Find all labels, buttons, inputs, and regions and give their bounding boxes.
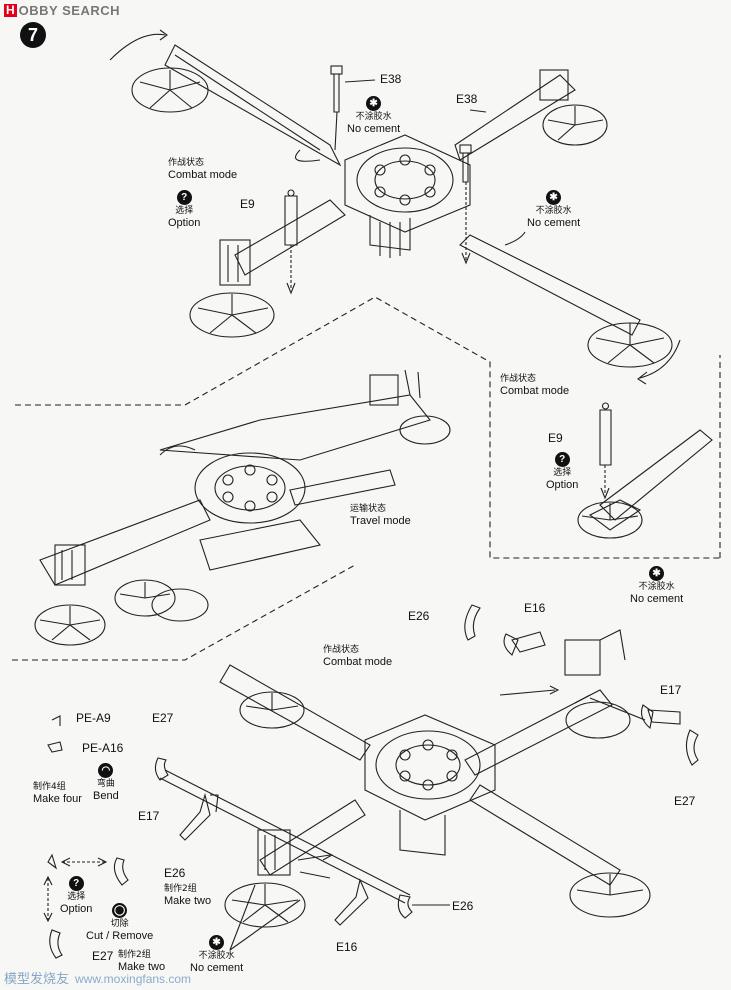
part-label-e26-left: E26 <box>164 866 186 880</box>
no-cement-icon: ✱ <box>546 190 562 205</box>
part-label-e27-bottom: E27 <box>92 949 114 963</box>
option-en: Option <box>168 217 201 229</box>
note-combat-mode-inset: 作战状态 Combat mode <box>500 374 569 398</box>
part-label-e27-right: E27 <box>674 794 696 808</box>
part-label-e26-top: E26 <box>408 609 430 623</box>
note-make-four: 制作4组 Make four <box>33 782 82 806</box>
option-en: Option <box>546 479 579 491</box>
no-cement-cn: 不涂胶水 <box>535 206 572 216</box>
part-label-e9-top: E9 <box>240 197 255 211</box>
part-label-e38-right: E38 <box>456 92 478 106</box>
make-two-cn: 制作2组 <box>164 884 197 894</box>
option-cn: 选择 <box>175 206 194 216</box>
no-cement-icon: ✱ <box>209 935 225 950</box>
no-cement-en: No cement <box>347 123 401 135</box>
note-no-cement-bottom-right: ✱ 不涂胶水 No cement <box>630 566 683 606</box>
no-cement-icon: ✱ <box>366 96 382 111</box>
note-travel-mode: 运输状态 Travel mode <box>350 504 411 528</box>
combat-mode-en: Combat mode <box>168 169 238 181</box>
option-icon: ? <box>176 190 192 205</box>
part-label-pe-a16: PE-A16 <box>82 741 124 755</box>
cut-en: Cut / Remove <box>86 930 154 942</box>
part-label-e26-bottom: E26 <box>452 899 474 913</box>
panel-divider-bottom <box>12 564 356 661</box>
make-two-en: Make two <box>164 895 212 907</box>
option-cn: 选择 <box>67 892 86 902</box>
top-assembly-drawing <box>109 29 681 385</box>
combat-mode-en: Combat mode <box>500 385 570 397</box>
panel-divider-top <box>15 296 720 559</box>
note-option-bottom: ? 选择 Option <box>60 876 92 916</box>
option-cn: 选择 <box>553 468 572 478</box>
option-icon: ? <box>554 452 570 467</box>
no-cement-en: No cement <box>630 593 684 605</box>
travel-mode-en: Travel mode <box>350 515 411 527</box>
step-number: 7 <box>20 22 46 48</box>
note-combat-mode-bottom: 作战状态 Combat mode <box>323 645 392 669</box>
part-label-pe-a9: PE-A9 <box>76 711 111 725</box>
bend-en: Bend <box>93 790 119 802</box>
no-cement-icon: ✱ <box>649 566 665 581</box>
no-cement-en: No cement <box>527 217 581 229</box>
combat-mode-en: Combat mode <box>323 656 393 668</box>
watermark-logo: H OBBY SEARCH <box>4 3 120 18</box>
cut-cn: 切除 <box>110 919 129 929</box>
footer-watermark-cn: 模型发烧友 <box>4 972 70 987</box>
travel-mode-cn: 运输状态 <box>350 504 387 514</box>
part-label-e17-left: E17 <box>138 809 160 823</box>
make-two-en: Make two <box>118 961 166 973</box>
e26-part-drawing <box>464 604 481 641</box>
note-no-cement-top-right: ✱ 不涂胶水 No cement <box>527 190 580 230</box>
footer-watermark: 模型发烧友 www.moxingfans.com <box>4 971 191 986</box>
note-option-inset: ? 选择 Option <box>546 452 578 492</box>
part-label-e16-top: E16 <box>524 601 546 615</box>
note-make-two-left: 制作2组 Make two <box>118 950 165 974</box>
note-option-top: ? 选择 Option <box>168 190 200 230</box>
combat-mode-cn: 作战状态 <box>500 374 537 384</box>
part-label-e16-bottom: E16 <box>336 940 358 954</box>
bottom-assembly-drawing <box>43 604 699 959</box>
cut-icon: ◯ <box>112 903 128 918</box>
note-no-cement-top-left: ✱ 不涂胶水 No cement <box>347 96 400 136</box>
no-cement-cn: 不涂胶水 <box>198 951 235 961</box>
note-bend: ◠ 弯曲 Bend <box>93 763 119 803</box>
note-combat-mode-top: 作战状态 Combat mode <box>168 158 237 182</box>
no-cement-en: No cement <box>190 962 244 974</box>
footer-watermark-url: www.moxingfans.com <box>75 972 192 986</box>
make-four-cn: 制作4组 <box>33 782 66 792</box>
part-label-e27-left: E27 <box>152 711 174 725</box>
travel-mode-drawing <box>34 369 451 646</box>
watermark-brand: H <box>4 3 17 17</box>
part-label-e17-right: E17 <box>660 683 682 697</box>
combat-mode-cn: 作战状态 <box>168 158 205 168</box>
bend-cn: 弯曲 <box>96 779 115 789</box>
combat-mode-cn: 作战状态 <box>323 645 360 655</box>
part-label-e9-inset: E9 <box>548 431 563 445</box>
watermark-site-name: OBBY SEARCH <box>18 3 121 18</box>
note-cut-remove: ◯ 切除 Cut / Remove <box>86 903 153 943</box>
option-icon: ? <box>68 876 84 891</box>
note-no-cement-bottom: ✱ 不涂胶水 No cement <box>190 935 243 975</box>
combat-inset-drawing <box>577 402 713 539</box>
option-en: Option <box>60 903 93 915</box>
make-two-cn: 制作2组 <box>118 950 151 960</box>
bend-icon: ◠ <box>98 763 114 778</box>
no-cement-cn: 不涂胶水 <box>355 112 392 122</box>
part-label-e38-left: E38 <box>380 72 402 86</box>
make-four-en: Make four <box>33 793 82 805</box>
no-cement-cn: 不涂胶水 <box>638 582 675 592</box>
note-make-two-right: 制作2组 Make two <box>164 884 211 908</box>
